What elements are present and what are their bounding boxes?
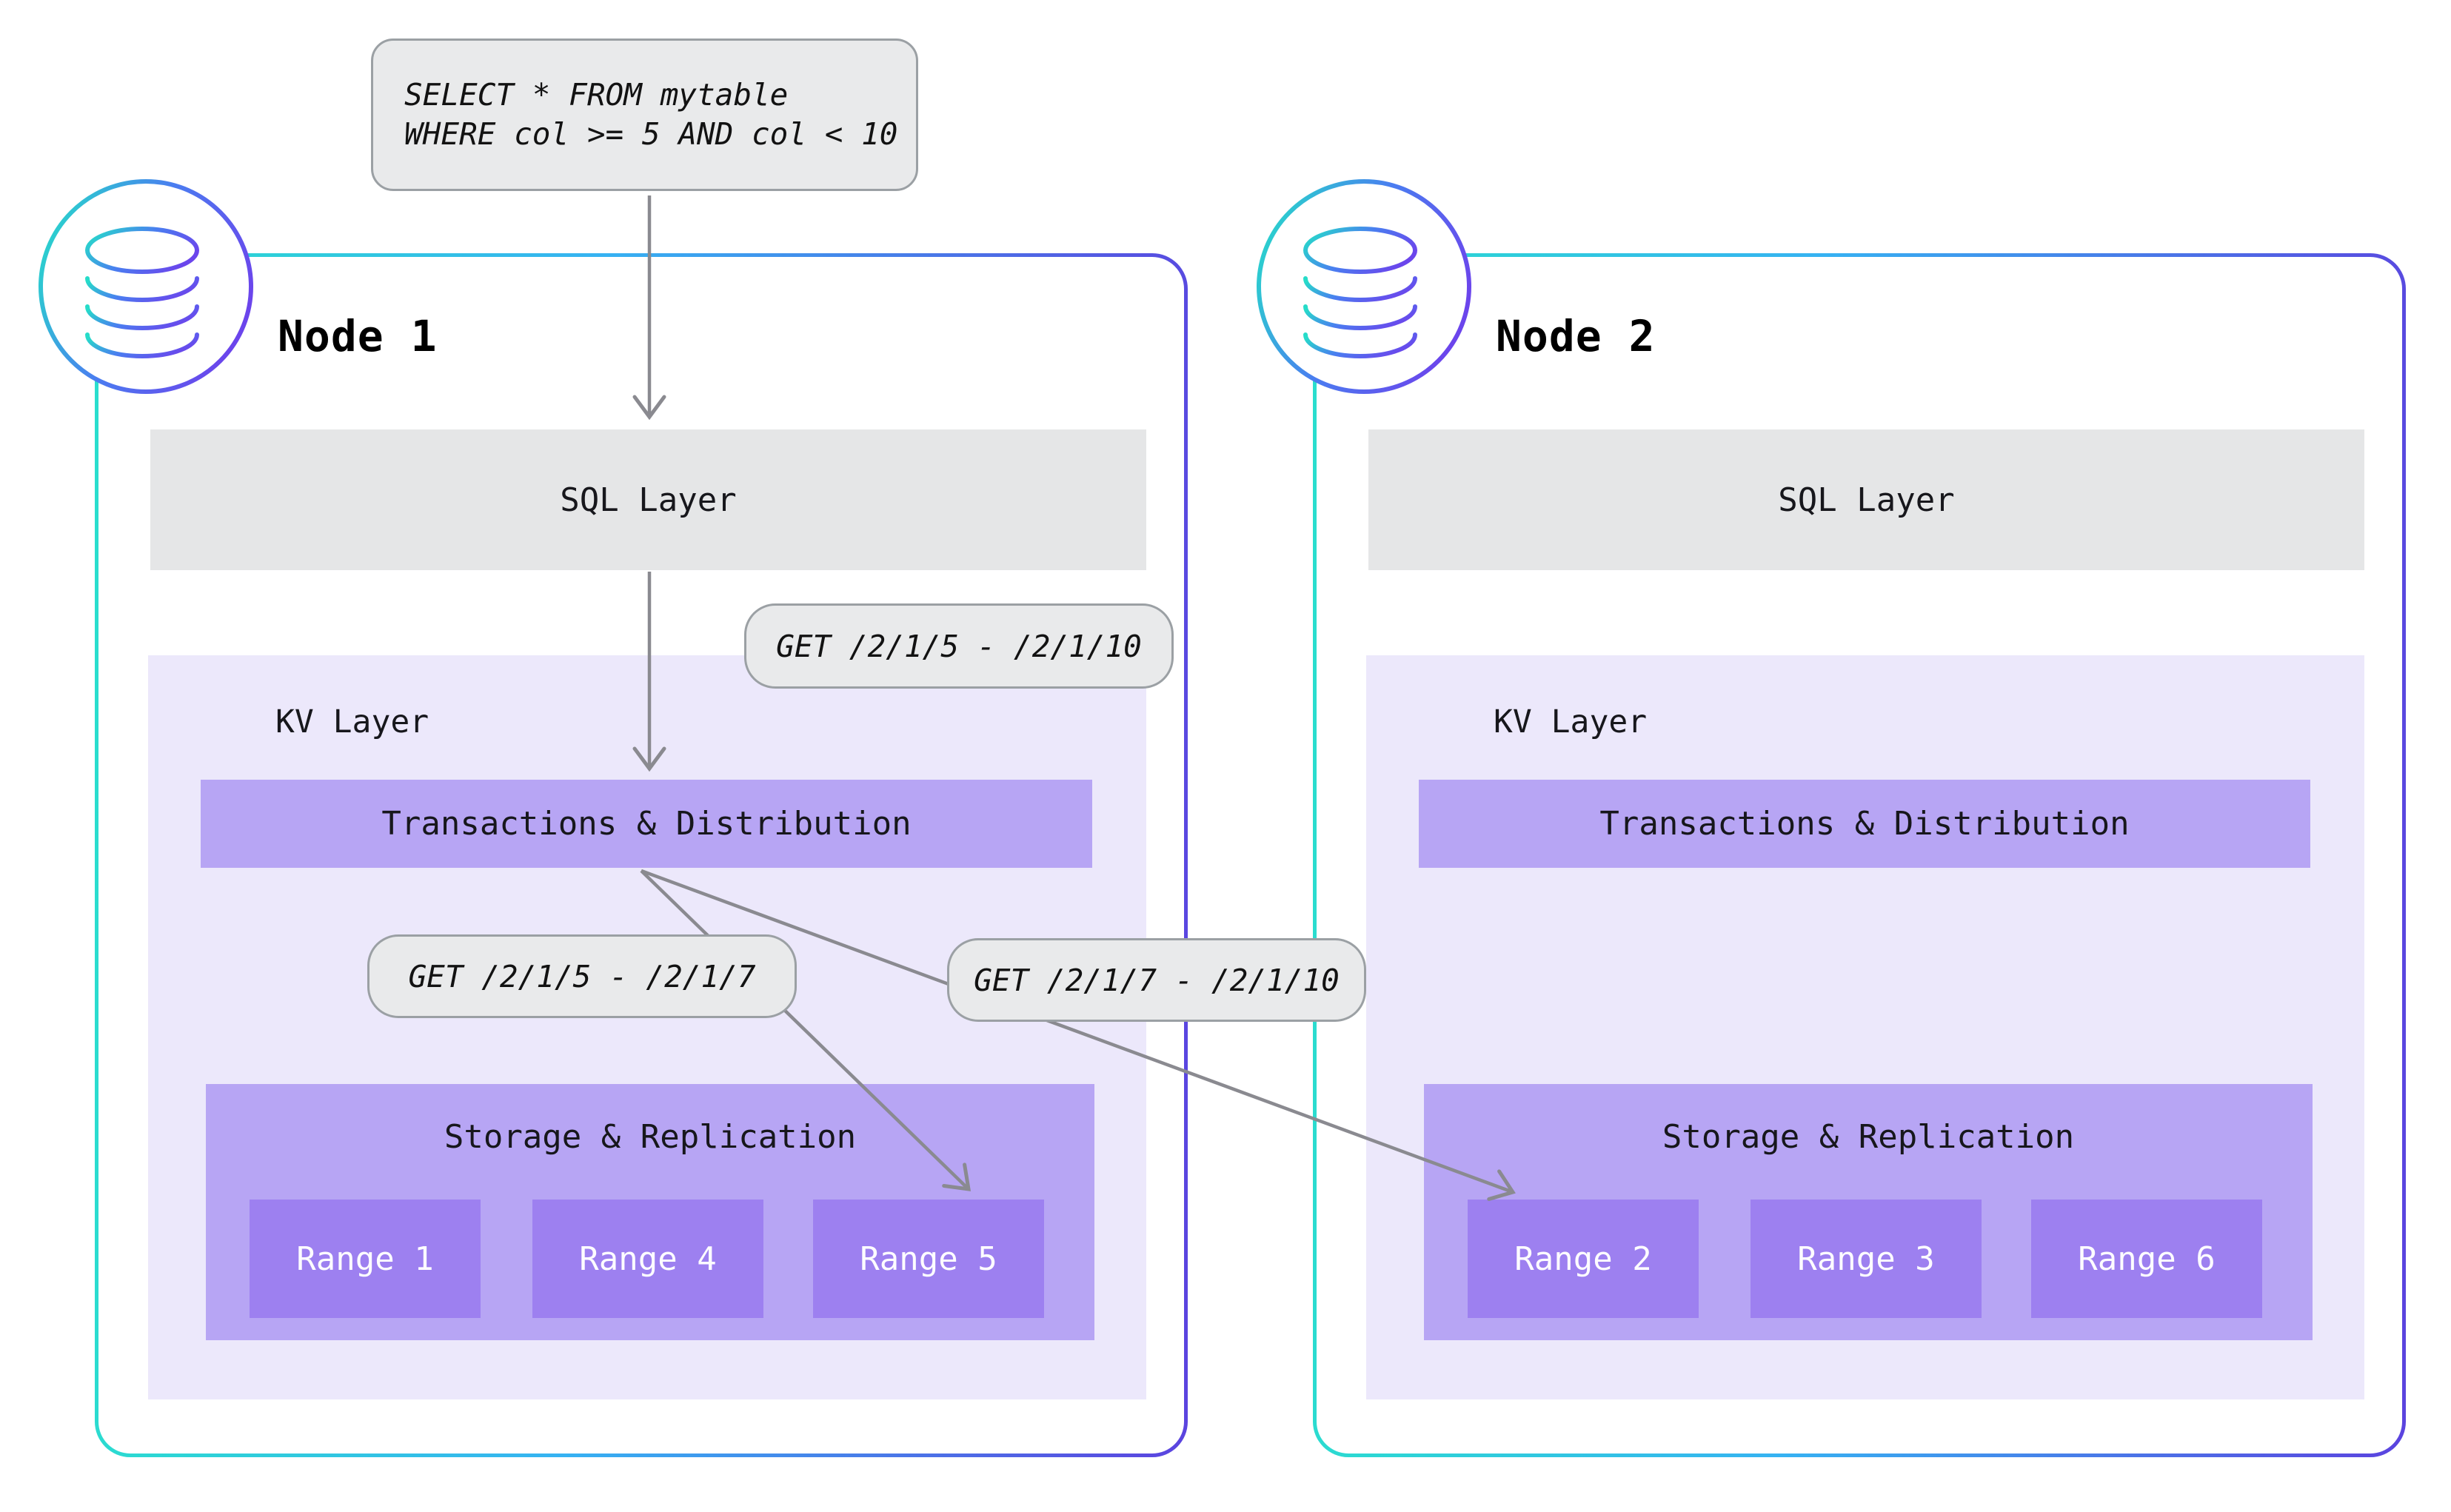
range-box: Range 6 [2031,1200,2262,1318]
node1-title: Node 1 [278,311,438,361]
sql-query-line1: SELECT * FROM mytable [404,77,789,113]
node2-sql-layer-box: SQL Layer [1368,429,2364,570]
range-label: Range 5 [860,1240,997,1278]
sql-query-label: SELECT * FROM mytable WHERE col >= 5 AND… [371,39,918,191]
range-box: Range 5 [813,1200,1044,1318]
node2-transactions-label: Transactions & Distribution [1599,805,2130,843]
node1-storage-label: Storage & Replication [444,1118,857,1156]
node2-transactions-box: Transactions & Distribution [1419,780,2310,868]
range-box: Range 3 [1751,1200,1982,1318]
node2-kv-layer-label: KV Layer [1494,703,1648,740]
get-range-right-split-label: GET /2/1/7 - /2/1/10 [947,938,1366,1022]
node2-sql-layer-label: SQL Layer [1778,481,1955,519]
range-box: Range 2 [1468,1200,1699,1318]
range-label: Range 3 [1797,1240,1935,1278]
node2-storage-label: Storage & Replication [1662,1118,2075,1156]
range-label: Range 2 [1514,1240,1652,1278]
node1-transactions-box: Transactions & Distribution [201,780,1092,868]
node1-sql-layer-label: SQL Layer [560,481,737,519]
node1-transactions-label: Transactions & Distribution [381,805,912,843]
sql-query-line2: WHERE col >= 5 AND col < 10 [404,116,898,152]
range-box: Range 1 [250,1200,481,1318]
node1-kv-layer-label: KV Layer [275,703,429,740]
range-label: Range 6 [2078,1240,2216,1278]
database-icon [39,179,253,394]
get-range-combined-label: GET /2/1/5 - /2/1/10 [744,603,1174,689]
range-box: Range 4 [532,1200,763,1318]
node2-title: Node 2 [1496,311,1656,361]
node1-sql-layer-box: SQL Layer [150,429,1146,570]
range-label: Range 4 [579,1240,717,1278]
get-range-left-split-label: GET /2/1/5 - /2/1/7 [367,934,797,1018]
database-icon [1257,179,1471,394]
range-label: Range 1 [296,1240,434,1278]
